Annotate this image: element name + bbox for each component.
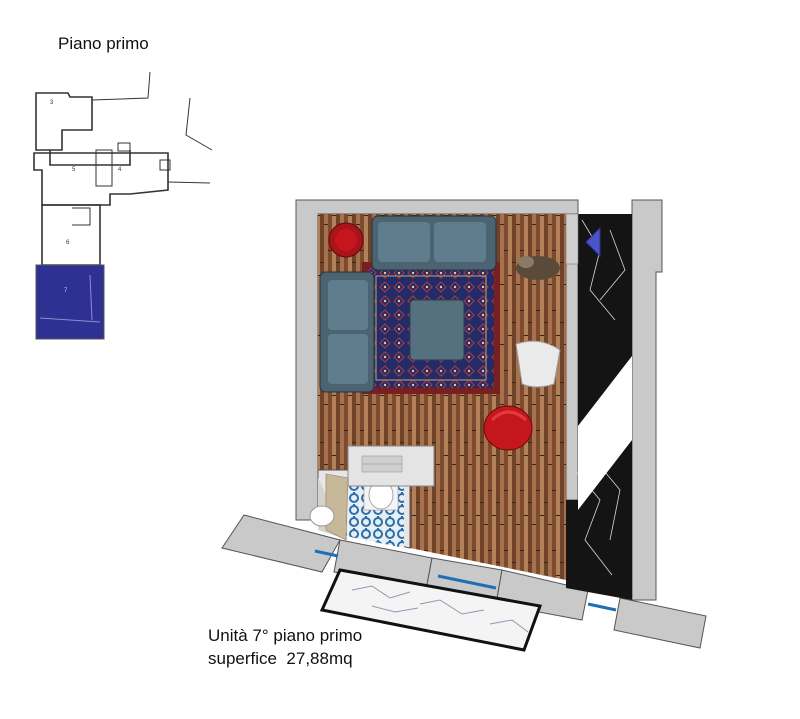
window-glazing (314, 549, 617, 612)
unit-name: Unità 7° piano primo (208, 626, 363, 645)
page-title: Piano primo (58, 34, 149, 53)
north-arrow-icon (585, 226, 601, 258)
key-plan-unit-highlight (36, 265, 104, 339)
ottoman (409, 299, 465, 361)
key-plan (33, 71, 213, 266)
unit-description: Unità 7° piano primo superfice 27,88mq (208, 624, 362, 670)
sofa-left (319, 271, 375, 393)
room-number: 3 (50, 100, 54, 106)
room-number: 5 (72, 167, 76, 173)
room-number: 6 (66, 240, 70, 246)
washbasin (309, 505, 335, 527)
room-number: 4 (118, 167, 122, 173)
white-armchair (515, 340, 561, 388)
sofa-top (371, 215, 497, 271)
marble-threshold (319, 568, 543, 652)
window-opening (578, 356, 632, 510)
unit-area: superfice 27,88mq (208, 649, 353, 668)
room-number: 7 (64, 288, 68, 294)
